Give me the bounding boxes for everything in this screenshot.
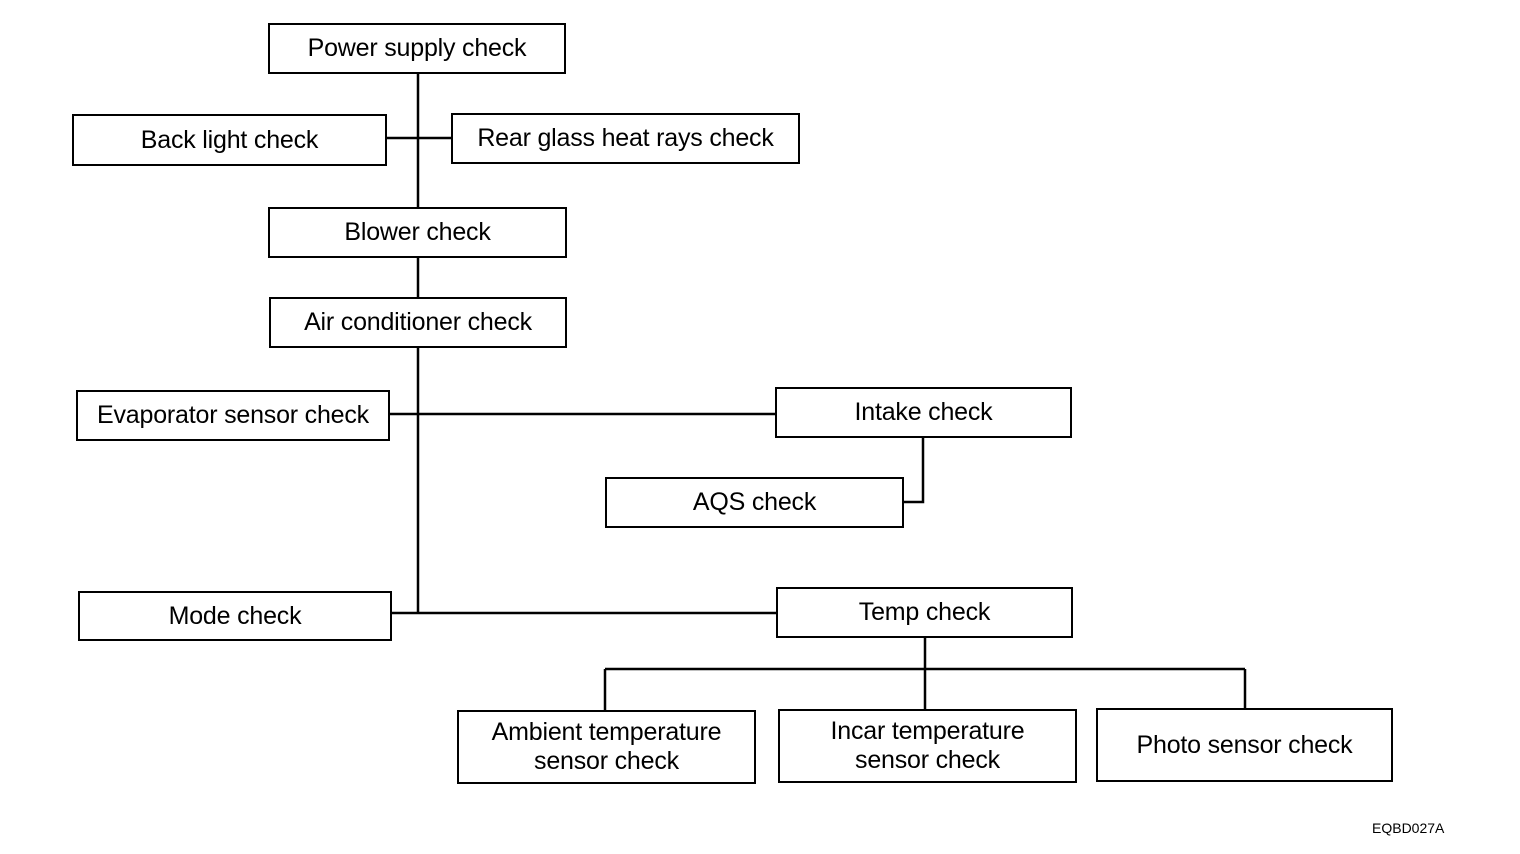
photo-sensor-check-box: Photo sensor check bbox=[1096, 708, 1393, 782]
evaporator-sensor-check-box: Evaporator sensor check bbox=[76, 390, 390, 441]
power-supply-check-box: Power supply check bbox=[268, 23, 566, 74]
mode-check-box: Mode check bbox=[78, 591, 392, 641]
temp-check-box: Temp check bbox=[776, 587, 1073, 638]
rear-glass-heat-rays-check-box: Rear glass heat rays check bbox=[451, 113, 800, 164]
blower-check-box: Blower check bbox=[268, 207, 567, 258]
branch-intake-aqs bbox=[903, 438, 925, 504]
ambient-temperature-sensor-check-box: Ambient temperature sensor check bbox=[457, 710, 756, 784]
aqs-check-box: AQS check bbox=[605, 477, 904, 528]
back-light-check-box: Back light check bbox=[72, 114, 387, 166]
incar-temperature-sensor-check-box: Incar temperature sensor check bbox=[778, 709, 1077, 783]
intake-check-box: Intake check bbox=[775, 387, 1072, 438]
air-conditioner-check-box: Air conditioner check bbox=[269, 297, 567, 348]
figure-code: EQBD027A bbox=[1372, 820, 1445, 836]
